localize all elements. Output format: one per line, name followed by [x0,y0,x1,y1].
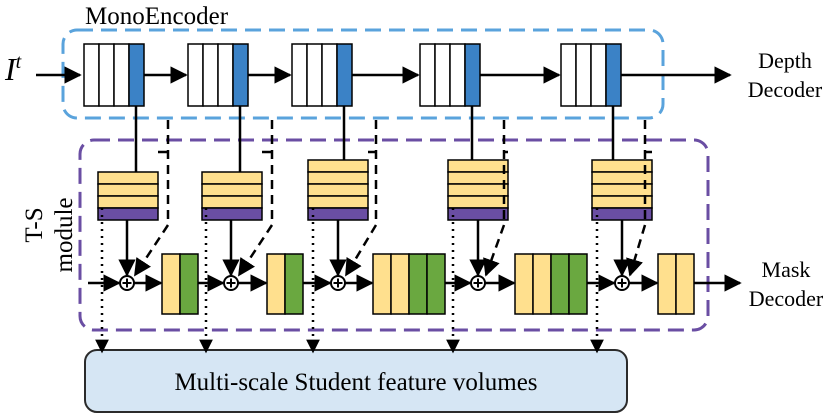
ts-module-label-line1: T-S [21,207,48,242]
teacher-block-2-stripe-2 [201,183,263,197]
encoder-block-3-strip-2 [306,43,323,107]
monoencoder-title: MonoEncoder [85,3,229,30]
encoder-block-5-strip-2 [575,43,592,107]
fusion-block-4-green-1 [550,253,570,315]
fusion-block-3-green-1 [408,253,428,315]
teacher-block-1-purple [97,207,159,221]
diagram-elements [36,43,742,354]
encoder-block-4-strip-1 [419,43,436,107]
teacher-block-2-purple [201,207,263,221]
student-feature-volumes-label: Multi-scale Student feature volumes [174,369,537,396]
encoder-block-3-strip-4 [336,43,353,107]
fusion-block-2-green-1 [284,253,304,315]
encoder-block-1-strip-4 [128,43,145,107]
teacher-block-5-purple [591,207,653,221]
fusion-block-5-yellow-2 [675,253,695,315]
encoder-block-3-strip-3 [321,43,338,107]
teacher-block-3-stripe-4 [307,195,369,209]
teacher-block-5-stripe-4 [591,195,653,209]
teacher-block-4-stripe-2 [447,171,509,185]
fusion-block-3-yellow-1 [372,253,392,315]
encoder-block-1-strip-2 [98,43,115,107]
ts-module-border [78,138,710,332]
dashed-guidance-arrow-3 [344,120,378,277]
dashed-guidance-arrow-4 [483,120,506,277]
dashed-guidance-arrow-5 [626,120,647,277]
teacher-block-1-stripe-3 [97,195,159,209]
teacher-block-3-stripe-2 [307,171,369,185]
teacher-block-2-stripe-1 [201,171,263,185]
dashed-guidance-arrow-1 [133,120,170,277]
fusion-block-3-yellow-2 [390,253,410,315]
teacher-block-4-stripe-1 [447,159,509,173]
encoder-block-2-strip-1 [187,43,204,107]
encoder-block-5-strip-3 [590,43,607,107]
encoder-block-5-strip-4 [605,43,622,107]
fusion-block-4-yellow-1 [514,253,534,315]
teacher-block-3-purple [307,207,369,221]
fusion-block-3-green-2 [426,253,446,315]
encoder-block-1-strip-3 [113,43,130,107]
mask-decoder-label-line2: Decoder [749,286,824,311]
encoder-block-2-strip-4 [232,43,249,107]
ts-module-label-line2: module [51,198,78,273]
encoder-block-2-strip-3 [217,43,234,107]
encoder-block-4-strip-3 [449,43,466,107]
teacher-block-1-stripe-2 [97,183,159,197]
input-symbol: It [4,51,22,87]
encoder-block-4-strip-2 [434,43,451,107]
teacher-block-2-stripe-3 [201,195,263,209]
input-main: I [4,51,17,87]
encoder-block-1-strip-1 [83,43,100,107]
fusion-block-4-green-2 [568,253,588,315]
encoder-block-4-strip-4 [464,43,481,107]
fusion-block-5-yellow-1 [657,253,677,315]
depth-decoder-label-line2: Decoder [748,77,823,102]
fusion-block-1-green-1 [179,253,199,315]
teacher-block-5-stripe-1 [591,159,653,173]
teacher-block-4-stripe-3 [447,183,509,197]
dashed-guidance-arrow-2 [237,120,274,277]
teacher-block-3-stripe-3 [307,183,369,197]
mask-decoder-label-line1: Mask [762,257,811,282]
encoder-block-2-strip-2 [202,43,219,107]
depth-decoder-label-line1: Depth [758,48,812,73]
fusion-block-4-yellow-2 [532,253,552,315]
encoder-block-5-strip-1 [560,43,577,107]
fusion-block-1-yellow-1 [161,253,181,315]
input-superscript: t [16,51,22,73]
teacher-block-4-stripe-4 [447,195,509,209]
teacher-block-1-stripe-1 [97,171,159,185]
teacher-block-3-stripe-1 [307,159,369,173]
teacher-block-5-stripe-3 [591,183,653,197]
teacher-block-5-stripe-2 [591,171,653,185]
student-feature-volumes-box [84,349,628,413]
teacher-block-4-purple [447,207,509,221]
encoder-block-3-strip-1 [291,43,308,107]
fusion-block-2-yellow-1 [266,253,286,315]
